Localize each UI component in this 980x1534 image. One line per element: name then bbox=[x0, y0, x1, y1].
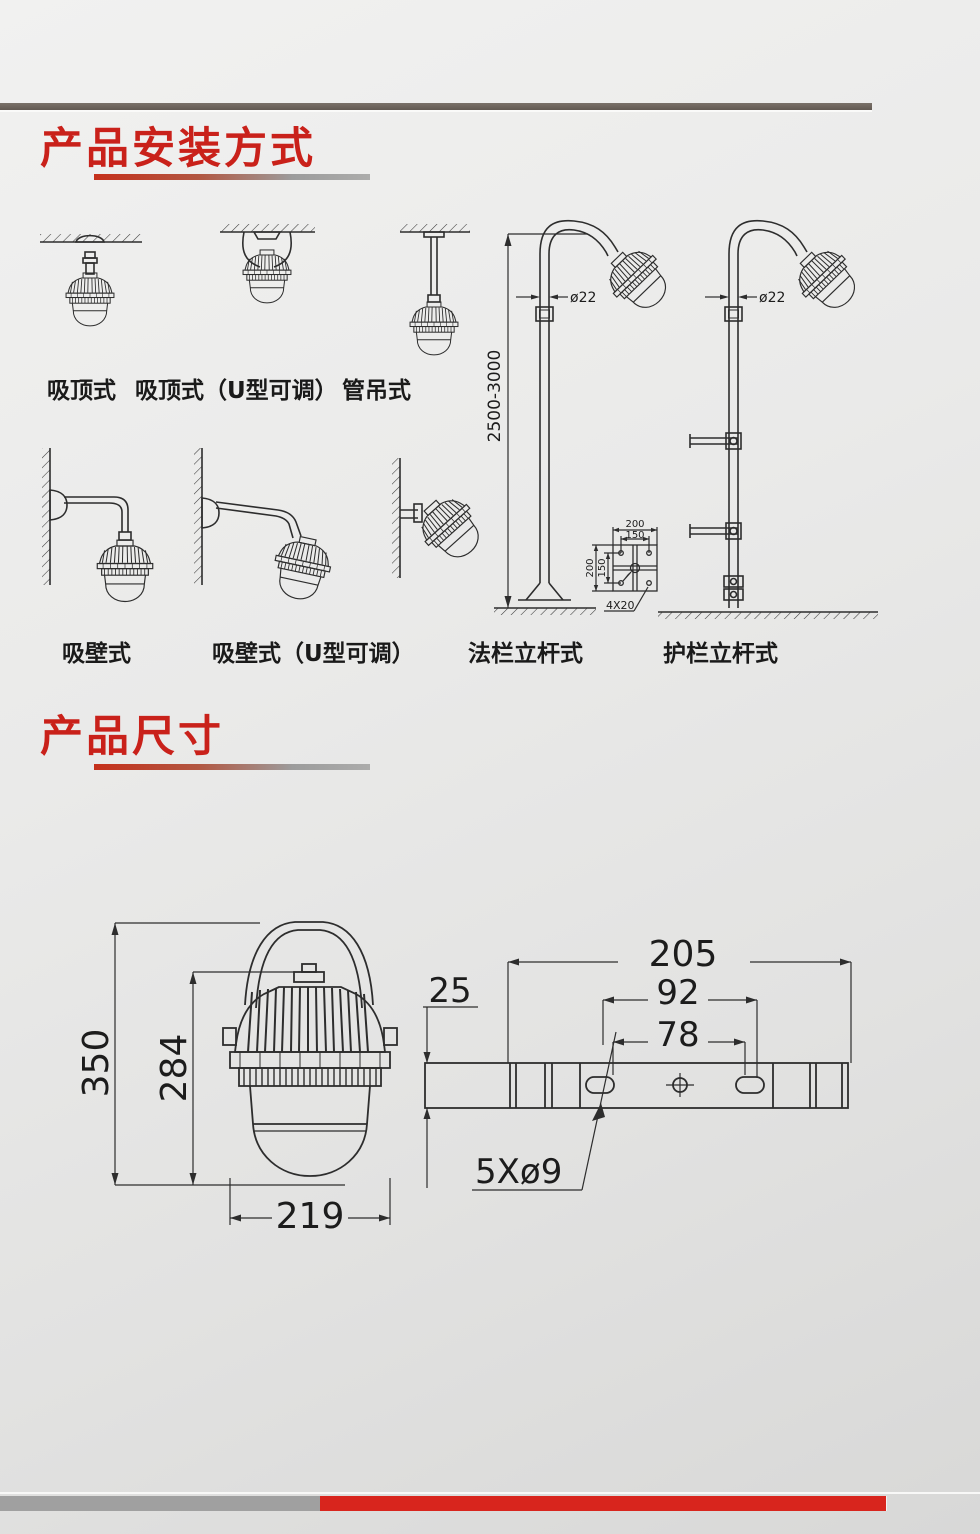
drawing-product-dimensions: 350 284 219 bbox=[76, 921, 852, 1237]
dim-pole-dia-left: ø22 bbox=[570, 290, 596, 306]
footer-red-segment bbox=[320, 1496, 887, 1511]
dim-bracket-span-outer: 92 bbox=[656, 973, 699, 1013]
footer-gray-segment bbox=[0, 1496, 320, 1511]
size-title-underline bbox=[94, 764, 370, 770]
label-flange-pole-mount: 法栏立杆式 bbox=[468, 641, 583, 667]
section-title-install: 产品安装方式 bbox=[40, 124, 316, 174]
dim-front-body-height: 284 bbox=[154, 1034, 195, 1103]
dim-flange-left-inner: 150 bbox=[597, 558, 608, 577]
dim-bracket-length: 205 bbox=[649, 934, 718, 975]
dim-flange-left-outer: 200 bbox=[585, 558, 596, 577]
dim-bracket-thickness: 25 bbox=[428, 971, 471, 1011]
dim-pole-dia-right: ø22 bbox=[759, 290, 785, 306]
dim-flange-top-inner: 150 bbox=[625, 530, 644, 541]
footer-bar bbox=[0, 1492, 980, 1512]
drawing-wall-mounts bbox=[42, 448, 480, 605]
label-ceiling-mount-u: 吸顶式（U型可调） bbox=[135, 378, 338, 404]
label-guardrail-pole-mount: 护栏立杆式 bbox=[663, 641, 778, 667]
section-title-size: 产品尺寸 bbox=[40, 712, 224, 762]
dim-bracket-span-inner: 78 bbox=[656, 1015, 699, 1055]
dim-flange-holes: 4X20 bbox=[606, 599, 635, 612]
drawing-ceiling-mounts bbox=[40, 224, 470, 356]
drawing-pole-mounts: 2500-3000 ø22 bbox=[485, 219, 878, 619]
label-ceiling-mount: 吸顶式 bbox=[47, 378, 116, 404]
dim-pole-height: 2500-3000 bbox=[485, 350, 505, 443]
dim-front-overall-height: 350 bbox=[76, 1029, 117, 1098]
dim-front-width: 219 bbox=[276, 1196, 345, 1237]
dim-bracket-holes: 5Xø9 bbox=[475, 1152, 562, 1192]
label-pipe-pendant-mount: 管吊式 bbox=[342, 378, 411, 404]
dim-flange-top-outer: 200 bbox=[625, 519, 644, 530]
label-wall-mount-u: 吸壁式（U型可调） bbox=[212, 641, 415, 667]
install-title-underline bbox=[94, 174, 370, 180]
top-divider bbox=[0, 103, 872, 112]
label-wall-mount: 吸壁式 bbox=[62, 641, 131, 667]
